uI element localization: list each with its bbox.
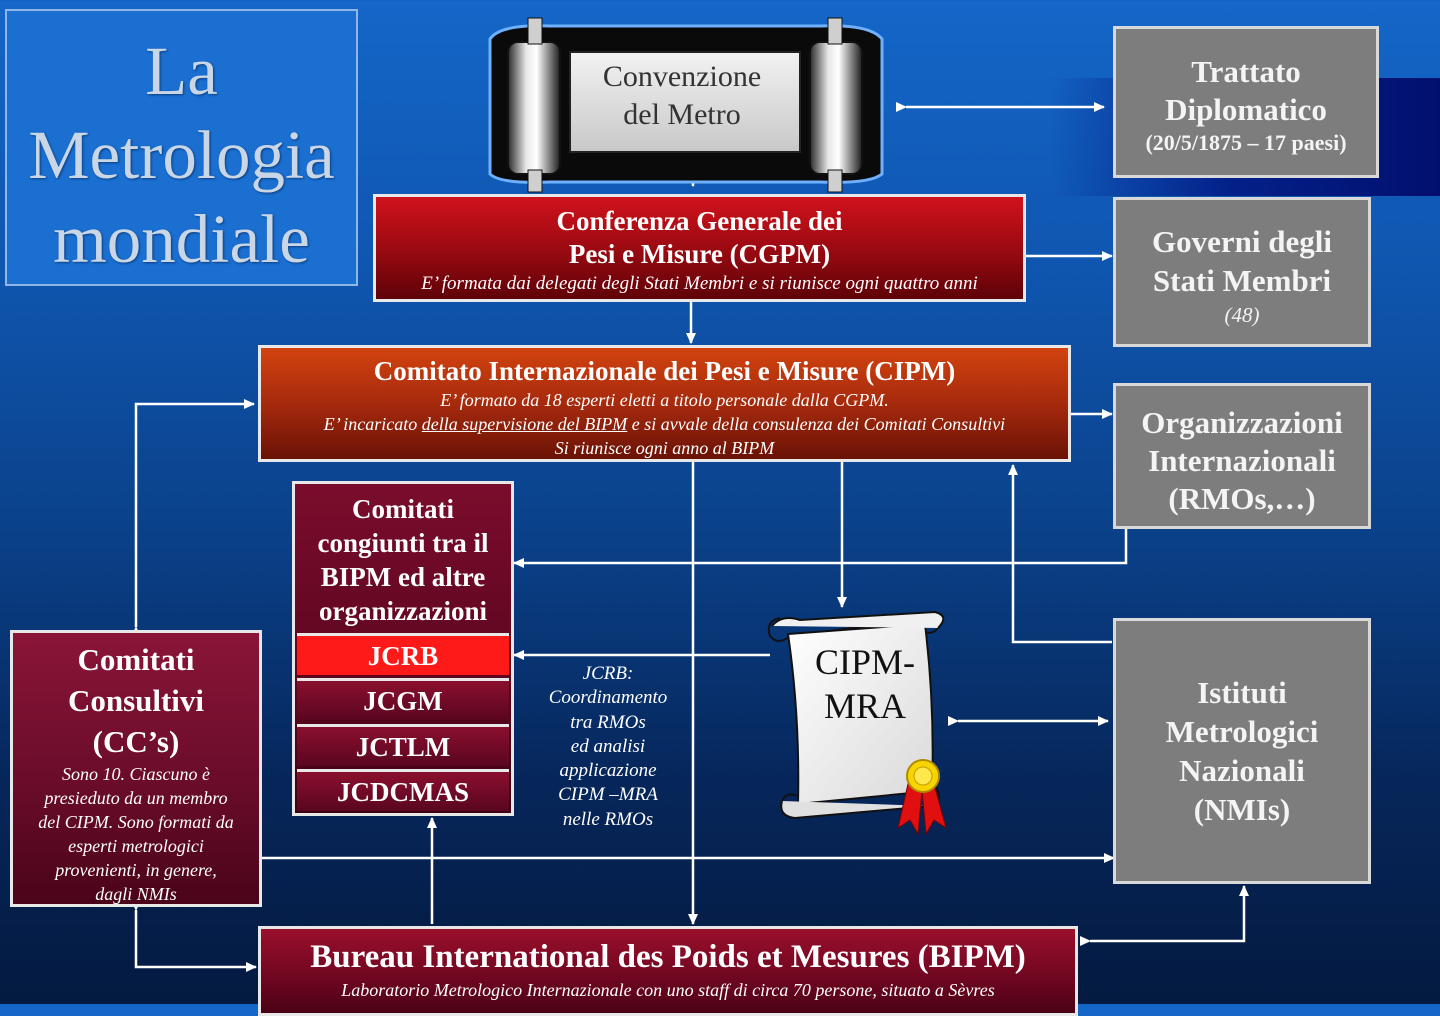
jcrb-note-line: JCRB:	[582, 663, 634, 684]
nmi-line-1: Istituti	[1197, 675, 1287, 710]
cc-note-line: presieduto da un membro	[44, 788, 228, 808]
cc-note-line: del CIPM. Sono formati da	[38, 812, 234, 832]
governi-line-2: Stati Membri	[1152, 263, 1332, 298]
comitati-congiunti-line-3: BIPM ed altre	[320, 562, 486, 592]
jcgm-item: JCGM	[297, 678, 509, 720]
cipm-note-3: Si riunisce ogni anno al BIPM	[554, 438, 775, 458]
cipm-mra-label: CIPM- MRA	[790, 640, 940, 728]
comitati-consultivi-box: Comitati Consultivi (CC’s) Sono 10. Cias…	[10, 630, 262, 907]
governi-line-1: Governi degli	[1152, 224, 1332, 259]
convenzione-line-2: del Metro	[623, 98, 741, 131]
nmi-line-3: Nazionali	[1179, 753, 1305, 788]
parchment-icon	[767, 610, 945, 820]
cgpm-line-1: Conferenza Generale dei	[556, 206, 843, 236]
cc-note-line: Sono 10. Ciascuno è	[62, 764, 210, 784]
cipm-mra-line-2: MRA	[823, 686, 907, 726]
title-line-3: mondiale	[53, 201, 310, 277]
comitati-congiunti-line-4: organizzazioni	[319, 596, 487, 626]
cipm-note-2: E’ incaricato della supervisione del BIP…	[261, 412, 1068, 436]
nmi-line-4: (NMIs)	[1193, 792, 1291, 827]
jcrb-note-line: ed analisi	[570, 735, 646, 757]
cgpm-line-2: Pesi e Misure (CGPM)	[568, 239, 831, 269]
cc-note-line: esperti metrologici	[68, 836, 204, 856]
jcrb-note-line: CIPM –MRA	[558, 784, 658, 806]
comitati-congiunti-line-2: congiunti tra il	[317, 528, 489, 558]
seal-icon	[897, 759, 947, 836]
bipm-note: Laboratorio Metrologico Internazionale c…	[341, 980, 995, 1000]
trattato-line-3: (20/5/1875 – 17 paesi)	[1145, 130, 1347, 155]
cipm-note-2-pre: E’ incaricato	[323, 414, 422, 434]
cipm-note-1: E’ formato da 18 esperti eletti a titolo…	[440, 390, 889, 410]
jctlm-item: JCTLM	[297, 724, 509, 766]
governi-line-3: (48)	[1224, 303, 1260, 327]
trattato-line-2: Diplomatico	[1165, 92, 1327, 127]
jcrb-note-line: Coordinamento	[548, 687, 668, 709]
cipm-note-2-post: e si avvale della consulenza dei Comitat…	[627, 414, 1006, 434]
cc-line-3: (CC’s)	[92, 724, 180, 759]
title-line-2: Metrologia	[28, 117, 335, 193]
cipm-mra-line-1: CIPM-	[814, 642, 916, 682]
page-title: La Metrologia mondiale	[5, 9, 358, 286]
jcrb-note-line: nelle RMOs	[562, 808, 654, 830]
convenzione-line-1: Convenzione	[602, 60, 762, 93]
cc-line-2: Consultivi	[67, 683, 205, 718]
cc-line-1: Comitati	[77, 642, 195, 677]
org-int-box: Organizzazioni Internazionali (RMOs,…)	[1113, 383, 1371, 529]
governi-box: Governi degli Stati Membri (48)	[1113, 197, 1371, 347]
org-int-line-2: Internazionali	[1148, 443, 1336, 478]
jcrb-note-line: applicazione	[559, 760, 657, 782]
nmi-line-2: Metrologici	[1165, 714, 1319, 749]
cipm-title: Comitato Internazionale dei Pesi e Misur…	[373, 356, 956, 386]
jcrb-note: JCRB: Coordinamento tra RMOs ed analisi …	[528, 662, 688, 832]
cc-note-line: provenienti, in genere,	[55, 860, 217, 880]
bipm-box: Bureau International des Poids et Mesure…	[258, 926, 1078, 1016]
cipm-note-2-link: della supervisione del BIPM	[421, 414, 628, 434]
jcdcmas-item: JCDCMAS	[297, 769, 509, 811]
org-int-line-3: (RMOs,…)	[1168, 481, 1316, 516]
cc-note-line: dagli NMIs	[95, 884, 177, 904]
cgpm-note: E’ formata dai delegati degli Stati Memb…	[421, 273, 978, 294]
scroll-icon	[488, 17, 884, 193]
convenzione-label: Convenzione del Metro	[572, 58, 792, 134]
org-int-line-1: Organizzazioni	[1141, 405, 1343, 440]
title-line-1: La	[145, 33, 218, 109]
jcrb-note-line: tra RMOs	[570, 711, 646, 733]
bipm-title: Bureau International des Poids et Mesure…	[310, 939, 1026, 975]
nmi-box: Istituti Metrologici Nazionali (NMIs)	[1113, 618, 1371, 884]
cgpm-box: Conferenza Generale dei Pesi e Misure (C…	[373, 194, 1026, 302]
trattato-box: Trattato Diplomatico (20/5/1875 – 17 pae…	[1113, 26, 1379, 178]
trattato-line-1: Trattato	[1191, 54, 1301, 89]
comitati-congiunti-line-1: Comitati	[352, 494, 454, 524]
cipm-box: Comitato Internazionale dei Pesi e Misur…	[258, 345, 1071, 462]
jcrb-item: JCRB	[297, 633, 509, 675]
